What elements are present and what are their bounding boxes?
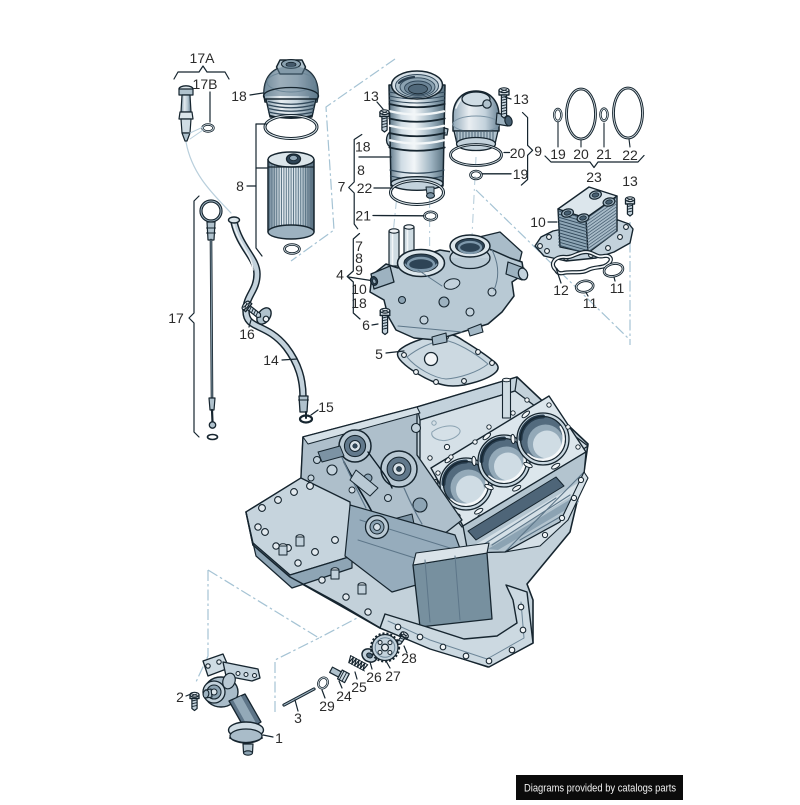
svg-text:1: 1 <box>275 730 283 746</box>
svg-text:20: 20 <box>573 146 589 162</box>
svg-text:22: 22 <box>357 180 373 196</box>
svg-text:25: 25 <box>351 679 367 695</box>
svg-text:8: 8 <box>357 162 365 178</box>
svg-text:11: 11 <box>583 295 598 311</box>
svg-text:21: 21 <box>355 208 371 224</box>
svg-text:17A: 17A <box>190 50 216 66</box>
svg-text:13: 13 <box>513 91 529 107</box>
svg-text:Diagrams provided by catalogs: Diagrams provided by catalogs parts <box>524 783 676 795</box>
svg-text:29: 29 <box>319 698 335 714</box>
svg-text:11: 11 <box>610 280 625 296</box>
svg-text:28: 28 <box>401 650 417 666</box>
svg-text:6: 6 <box>362 317 370 333</box>
svg-text:20: 20 <box>510 145 526 161</box>
svg-text:13: 13 <box>622 173 638 189</box>
svg-text:27: 27 <box>385 668 401 684</box>
svg-text:19: 19 <box>513 166 529 182</box>
svg-text:9: 9 <box>534 143 542 159</box>
svg-text:16: 16 <box>239 326 255 342</box>
svg-text:17B: 17B <box>193 76 218 92</box>
svg-text:7: 7 <box>338 179 346 195</box>
svg-text:3: 3 <box>294 710 302 726</box>
svg-text:23: 23 <box>586 169 602 185</box>
svg-text:24: 24 <box>336 688 352 704</box>
svg-text:18: 18 <box>231 88 247 104</box>
svg-text:26: 26 <box>366 669 382 685</box>
svg-text:22: 22 <box>622 147 638 163</box>
svg-text:14: 14 <box>263 352 279 368</box>
svg-text:19: 19 <box>550 146 566 162</box>
svg-text:15: 15 <box>318 399 334 415</box>
svg-text:21: 21 <box>596 146 612 162</box>
svg-text:4: 4 <box>336 267 344 283</box>
svg-text:9: 9 <box>355 262 363 278</box>
svg-text:8: 8 <box>236 178 244 194</box>
svg-text:10: 10 <box>530 214 546 230</box>
svg-text:12: 12 <box>553 282 569 298</box>
svg-text:2: 2 <box>176 689 184 705</box>
svg-text:17: 17 <box>168 310 184 326</box>
svg-text:5: 5 <box>375 346 383 362</box>
svg-text:18: 18 <box>355 139 371 155</box>
